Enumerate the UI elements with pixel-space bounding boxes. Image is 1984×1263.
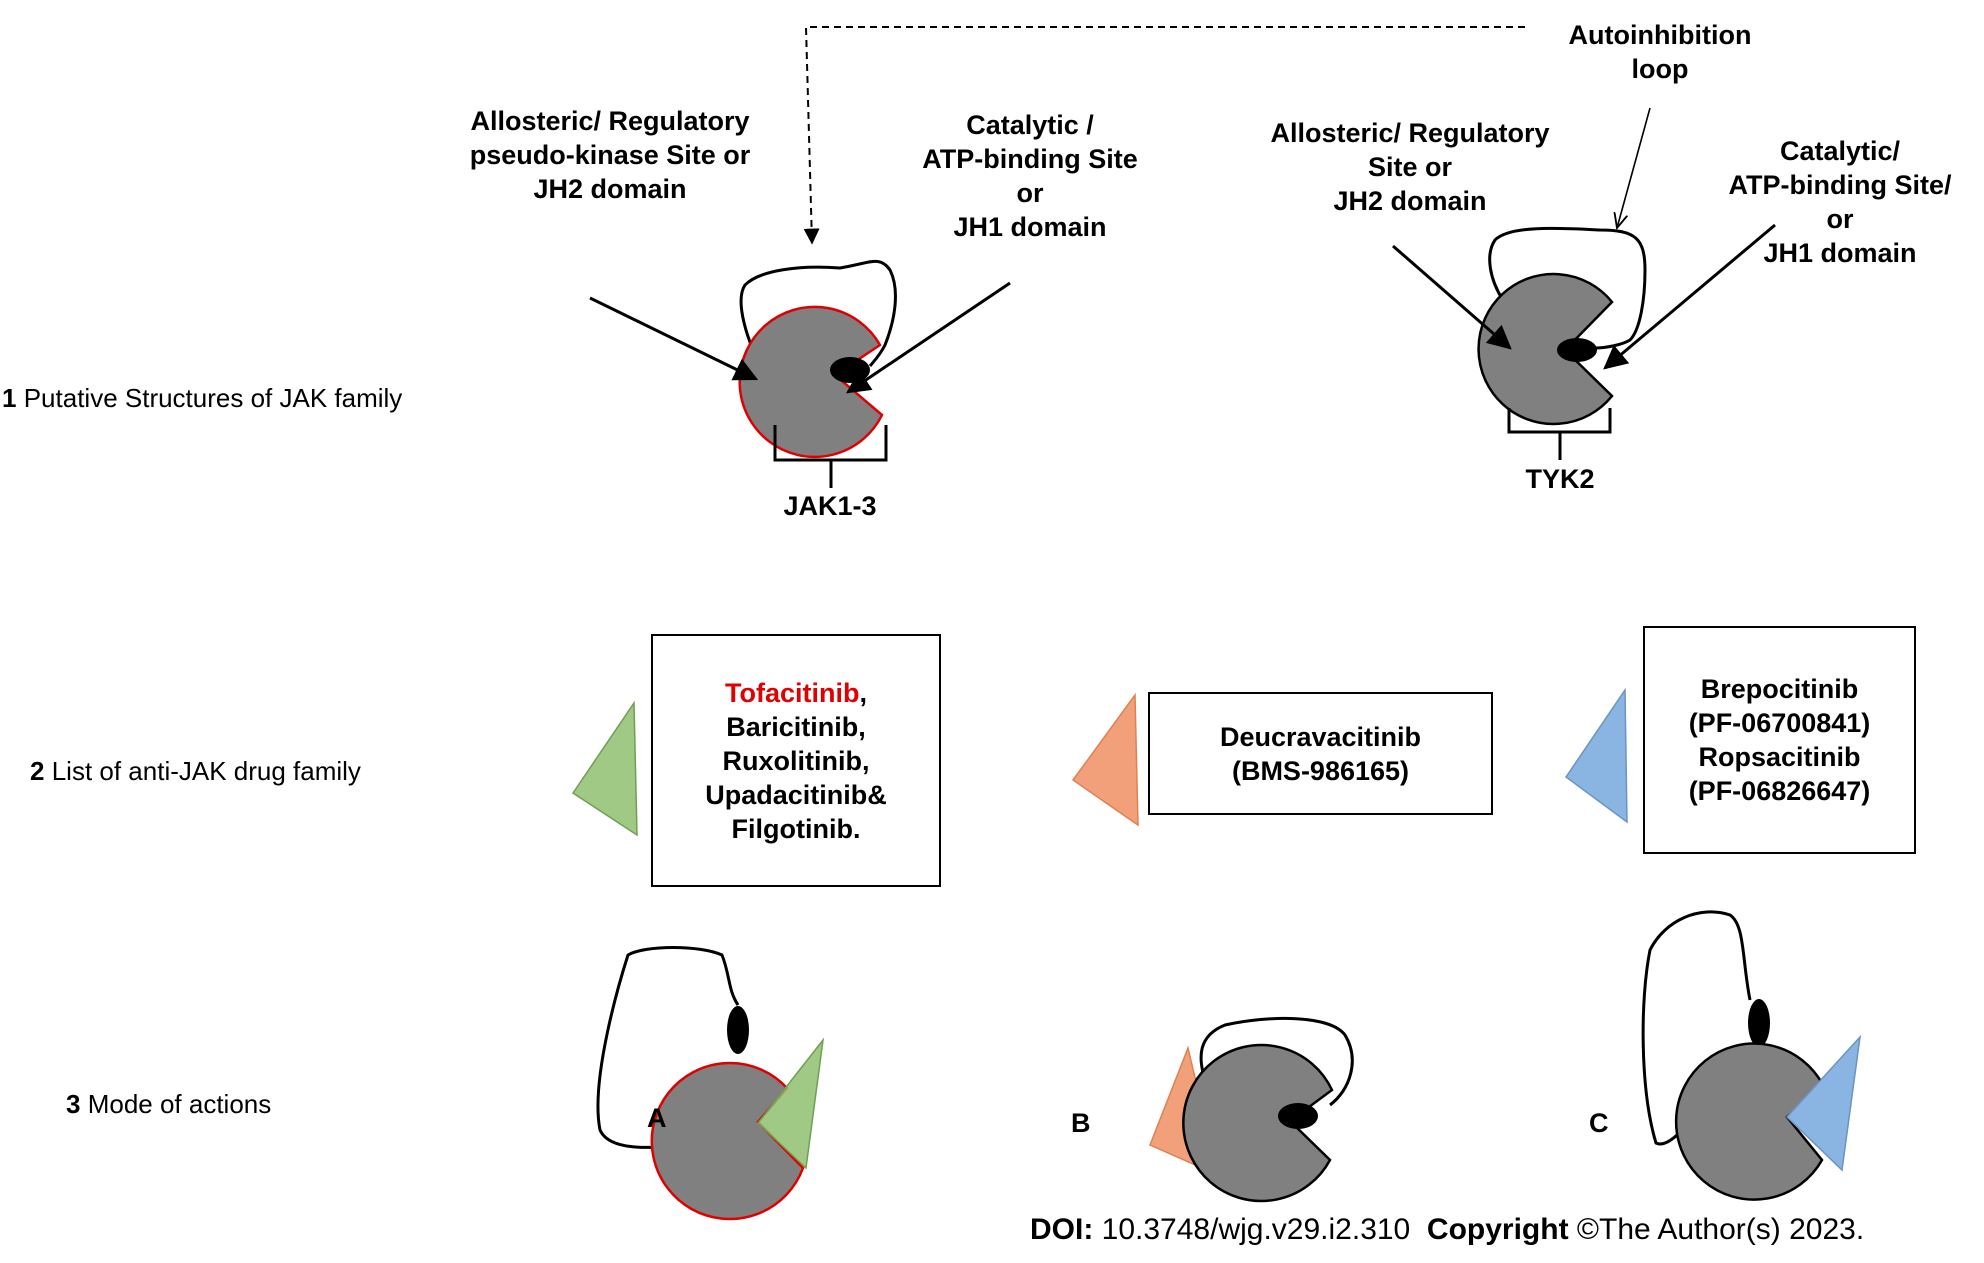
green-triangle — [571, 700, 638, 837]
tyk-catalytic-line-2: ATP-binding Site/ — [1728, 170, 1952, 200]
row-1-label: 1 Putative Structures of JAK family — [2, 382, 402, 414]
tyk-allosteric-line-1: Allosteric/ Regulatory — [1270, 118, 1550, 148]
jak-allosteric-line-1: Allosteric/ Regulatory — [470, 106, 750, 136]
tyk-allosteric-line-2: Site or — [1367, 152, 1453, 182]
jak-catalytic-arrow — [846, 281, 1011, 394]
tyk-atp-site-oval — [1557, 338, 1597, 362]
mode-a-pacman — [650, 1061, 805, 1221]
doi-label: DOI: — [1030, 1213, 1094, 1246]
row-2-text: List of anti-JAK drug family — [51, 756, 361, 786]
drug-left-line-1: Baricitinib, — [726, 711, 866, 742]
mode-b-oval — [1278, 1103, 1318, 1129]
drug-right-line-3: Ropsacitinib — [1698, 742, 1861, 772]
jak-allosteric-line-3: JH2 domain — [533, 174, 687, 204]
drug-left-line-2: Ruxolitinib, — [722, 745, 870, 776]
mode-a-loop — [596, 946, 740, 1149]
tyk-kinase-pacman — [1477, 272, 1614, 426]
tyk-allosteric-arrow — [1392, 244, 1512, 350]
orange-triangle — [1071, 692, 1139, 827]
jak-allosteric-line-2: pseudo-kinase Site or — [469, 140, 751, 170]
blue-triangle — [1564, 687, 1628, 824]
row-3-text: Mode of actions — [87, 1089, 272, 1119]
jak-autoinhibition-loop — [739, 259, 897, 381]
tyk-autoinhibition-arrow — [1617, 107, 1651, 228]
drug-highlight-suffix: , — [859, 677, 867, 708]
tyk-autoinhibition-line-2: loop — [1631, 54, 1689, 84]
tyk-autoinhibition-label: Autoinhibition loop — [1530, 18, 1790, 86]
tyk-brace — [1507, 408, 1612, 460]
tyk-autoinhibition-line-1: Autoinhibition — [1568, 20, 1752, 50]
tyk-catalytic-line-1: Catalytic/ — [1779, 136, 1901, 166]
tyk-allosteric-label: Allosteric/ Regulatory Site or JH2 domai… — [1240, 116, 1580, 218]
mode-a-letter: A — [647, 1103, 667, 1133]
mode-c-loop — [1641, 910, 1752, 1146]
row-3-number: 3 — [66, 1089, 81, 1119]
drug-right-line-2: (PF-06700841) — [1688, 708, 1871, 738]
mode-b-pacman — [1182, 1043, 1334, 1203]
mode-c-pacman — [1674, 1042, 1825, 1201]
drug-middle-line-1: Deucravacitinib — [1219, 721, 1422, 752]
drug-right-line-1: Brepocitinib — [1700, 674, 1859, 704]
mode-c-letter: C — [1589, 1108, 1609, 1138]
drug-right-line-4: (PF-06826647) — [1688, 776, 1871, 806]
mode-a-oval — [727, 1006, 749, 1054]
mode-a-green-triangle — [756, 1037, 825, 1170]
row-2-number: 2 — [30, 756, 45, 786]
copyright-value: ©The Author(s) 2023. — [1576, 1213, 1865, 1246]
mode-b-loop — [1199, 1016, 1354, 1107]
jak-allosteric-label: Allosteric/ Regulatory pseudo-kinase Sit… — [440, 104, 780, 206]
jak-atp-site-oval — [830, 357, 870, 383]
jak-name-label: JAK1-3 — [783, 491, 877, 521]
jak-catalytic-line-4: JH1 domain — [953, 212, 1107, 242]
jak-brace — [773, 425, 888, 488]
row-1-text: Putative Structures of JAK family — [23, 383, 403, 413]
jak-catalytic-line-1: Catalytic / — [966, 110, 1094, 140]
copyright-label: Copyright — [1426, 1213, 1569, 1246]
footer-citation: DOI: 10.3748/wjg.v29.i2.310 Copyright ©T… — [1030, 1213, 1864, 1247]
jak-catalytic-label: Catalytic / ATP-binding Site or JH1 doma… — [880, 108, 1180, 244]
drug-left-line-3: Upadacitinib& — [705, 779, 887, 810]
jak-kinase-pacman — [738, 305, 884, 459]
tyk-allosteric-line-3: JH2 domain — [1333, 186, 1487, 216]
row-3-label: 3 Mode of actions — [66, 1088, 271, 1120]
drug-box-middle: Deucravacitinib (BMS-986165) — [1148, 692, 1493, 815]
mode-b-letter: B — [1071, 1108, 1091, 1138]
tyk-name-label: TYK2 — [1525, 464, 1595, 494]
jak-allosteric-arrow — [589, 296, 759, 381]
tyk-catalytic-line-4: JH1 domain — [1763, 238, 1917, 268]
tyk-autoinhibition-loop — [1488, 226, 1647, 350]
doi-value: 10.3748/wjg.v29.i2.310 — [1101, 1213, 1411, 1246]
drug-left-line-4: Filgotinib. — [731, 813, 861, 844]
tyk-catalytic-label: Catalytic/ ATP-binding Site/ or JH1 doma… — [1700, 134, 1980, 270]
mode-c-oval — [1748, 999, 1770, 1047]
drug-box-right: Brepocitinib (PF-06700841) Ropsacitinib … — [1643, 626, 1916, 854]
tyk-catalytic-line-3: or — [1826, 204, 1854, 234]
drug-middle-line-2: (BMS-986165) — [1231, 755, 1410, 786]
jak-catalytic-line-2: ATP-binding Site — [922, 144, 1138, 174]
mode-c-blue-triangle — [1785, 1034, 1862, 1172]
row-2-label: 2 List of anti-JAK drug family — [30, 755, 361, 787]
row-1-number: 1 — [2, 383, 17, 413]
tyk-catalytic-arrow — [1603, 223, 1776, 370]
drug-box-left: Tofacitinib, Baricitinib, Ruxolitinib, U… — [651, 634, 941, 887]
jak-catalytic-line-3: or — [1016, 178, 1044, 208]
drug-highlight-tofacitinib: Tofacitinib — [724, 677, 860, 708]
